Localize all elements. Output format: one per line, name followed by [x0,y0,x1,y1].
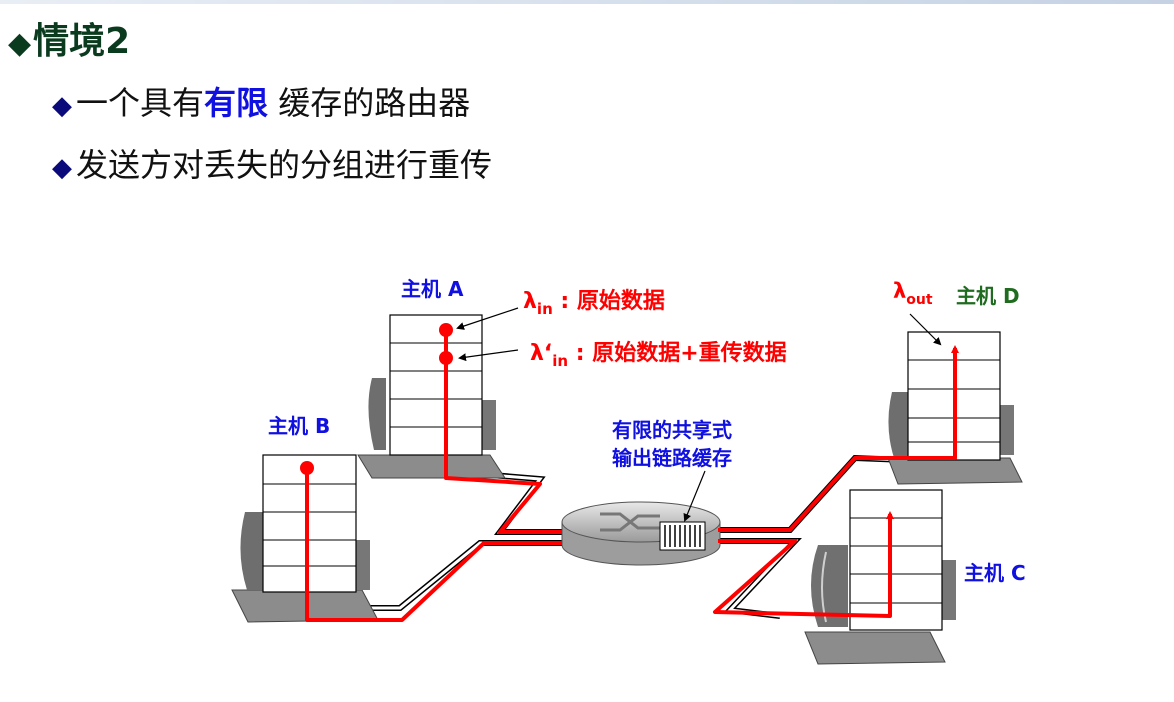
flow-host-b [305,468,562,622]
bullet-text: 一个具有 [76,84,205,122]
flow-dot-a-retransmit [439,351,453,365]
host-c-label: 主机 C [964,561,1026,585]
pointer-arrow-lambda-in [456,307,519,330]
host-a-computer [357,314,506,479]
pointer-arrow-lambda-out [909,313,942,346]
lambda-out-label: λout [893,279,933,308]
router-label-line1: 有限的共享式 [612,418,732,442]
top-bar [0,0,1174,4]
pointer-arrow-router [683,470,706,522]
slide-title: ◆情境2 [8,12,130,64]
flow-to-host-c [713,511,894,618]
diamond-bullet-icon: ◆ [8,26,32,61]
host-b-label: 主机 B [268,414,330,438]
lambda-in-label: λin : 原始数据 [523,288,665,318]
bullet-emphasis: 有限 [204,84,269,122]
pointer-arrow-lambda-in-prime [458,349,519,362]
bullet-text-after: 缓存的路由器 [268,84,471,122]
title-text: 情境2 [33,21,131,62]
bullet-text: 发送方对丢失的分组进行重传 [76,146,493,184]
router-label-line2: 输出链路缓存 [612,446,732,470]
bullet-item: ◆一个具有有限 缓存的路由器 [52,78,470,124]
flow-host-a [444,330,562,534]
lambda-in-prime-label: λ‘in : 原始数据+重传数据 [530,340,787,370]
host-d-label: 主机 D [956,284,1020,308]
diamond-bullet-icon: ◆ [52,153,72,183]
host-c-computer [804,489,956,665]
flow-dot-a-original [439,323,453,337]
host-a-label: 主机 A [401,277,464,301]
flow-dot-b [300,461,314,475]
diamond-bullet-icon: ◆ [52,91,72,121]
router [561,501,721,566]
bullet-item: ◆发送方对丢失的分组进行重传 [52,140,492,186]
flow-lines [305,330,959,622]
flow-to-host-d [718,345,959,532]
